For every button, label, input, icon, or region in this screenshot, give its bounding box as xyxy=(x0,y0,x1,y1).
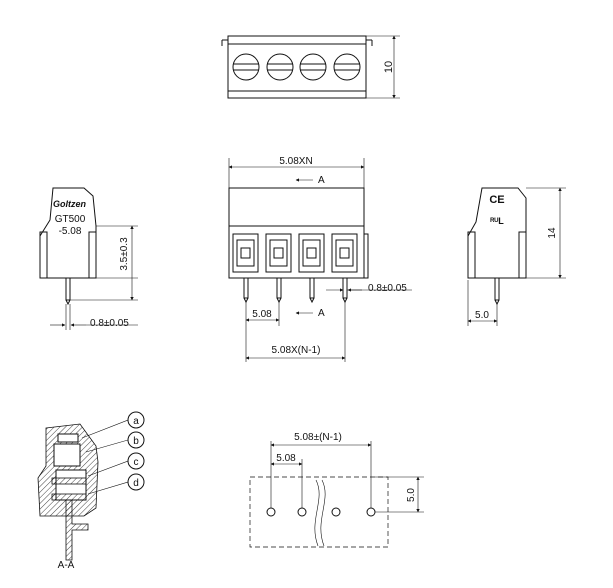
section-view: A-A a b c d xyxy=(37,411,145,571)
model-name: GT500 xyxy=(55,214,86,225)
dim-pin-width-side: 0.8±0.05 xyxy=(90,318,129,329)
wire-entries xyxy=(232,233,358,273)
callout-b: b xyxy=(133,436,139,447)
dim-pcb-row: 5.0 xyxy=(406,488,417,502)
callout-d: d xyxy=(133,478,139,489)
brand-logo: Goltzen xyxy=(53,199,87,209)
pins-front xyxy=(243,277,348,304)
dim-pcb-pitch: 5.08 xyxy=(276,453,296,464)
dim-pin-width-front: 0.8±0.05 xyxy=(368,283,407,294)
callouts: a b c d xyxy=(81,411,145,495)
ce-mark: CE xyxy=(489,194,504,206)
top-view: 10 xyxy=(221,35,400,99)
model-pitch: -5.08 xyxy=(59,226,82,237)
callout-a: a xyxy=(133,416,139,427)
dim-pcb-pitch-total: 5.08±(N-1) xyxy=(294,432,342,443)
section-marker-top: A xyxy=(318,175,325,186)
section-title: A-A xyxy=(58,560,75,571)
section-marker-bottom: A xyxy=(318,308,325,319)
front-view: 5.08XN A xyxy=(228,156,412,362)
ul-mark: ᴿᵁL xyxy=(490,216,504,226)
dim-right-offset: 5.0 xyxy=(475,310,489,321)
dim-right-height: 14 xyxy=(547,227,558,239)
pcb-layout: 5.08±(N-1) 5.08 5.0 xyxy=(249,432,424,548)
left-side-view: Goltzen GT500 -5.08 3.5±0.3 0.8±0.05 xyxy=(39,187,138,330)
callout-c: c xyxy=(134,457,139,468)
right-side-view: CE ᴿᵁL 14 5.0 xyxy=(467,187,566,326)
dim-pin-height: 3.5±0.3 xyxy=(119,237,130,271)
dim-pitch: 5.08 xyxy=(252,309,272,320)
screw-heads xyxy=(232,53,361,81)
dim-pitch-n: 5.08XN xyxy=(279,156,312,167)
pcb-holes xyxy=(266,507,376,517)
dim-pitch-total: 5.08X(N-1) xyxy=(272,345,321,356)
dim-top-height: 10 xyxy=(383,61,395,73)
